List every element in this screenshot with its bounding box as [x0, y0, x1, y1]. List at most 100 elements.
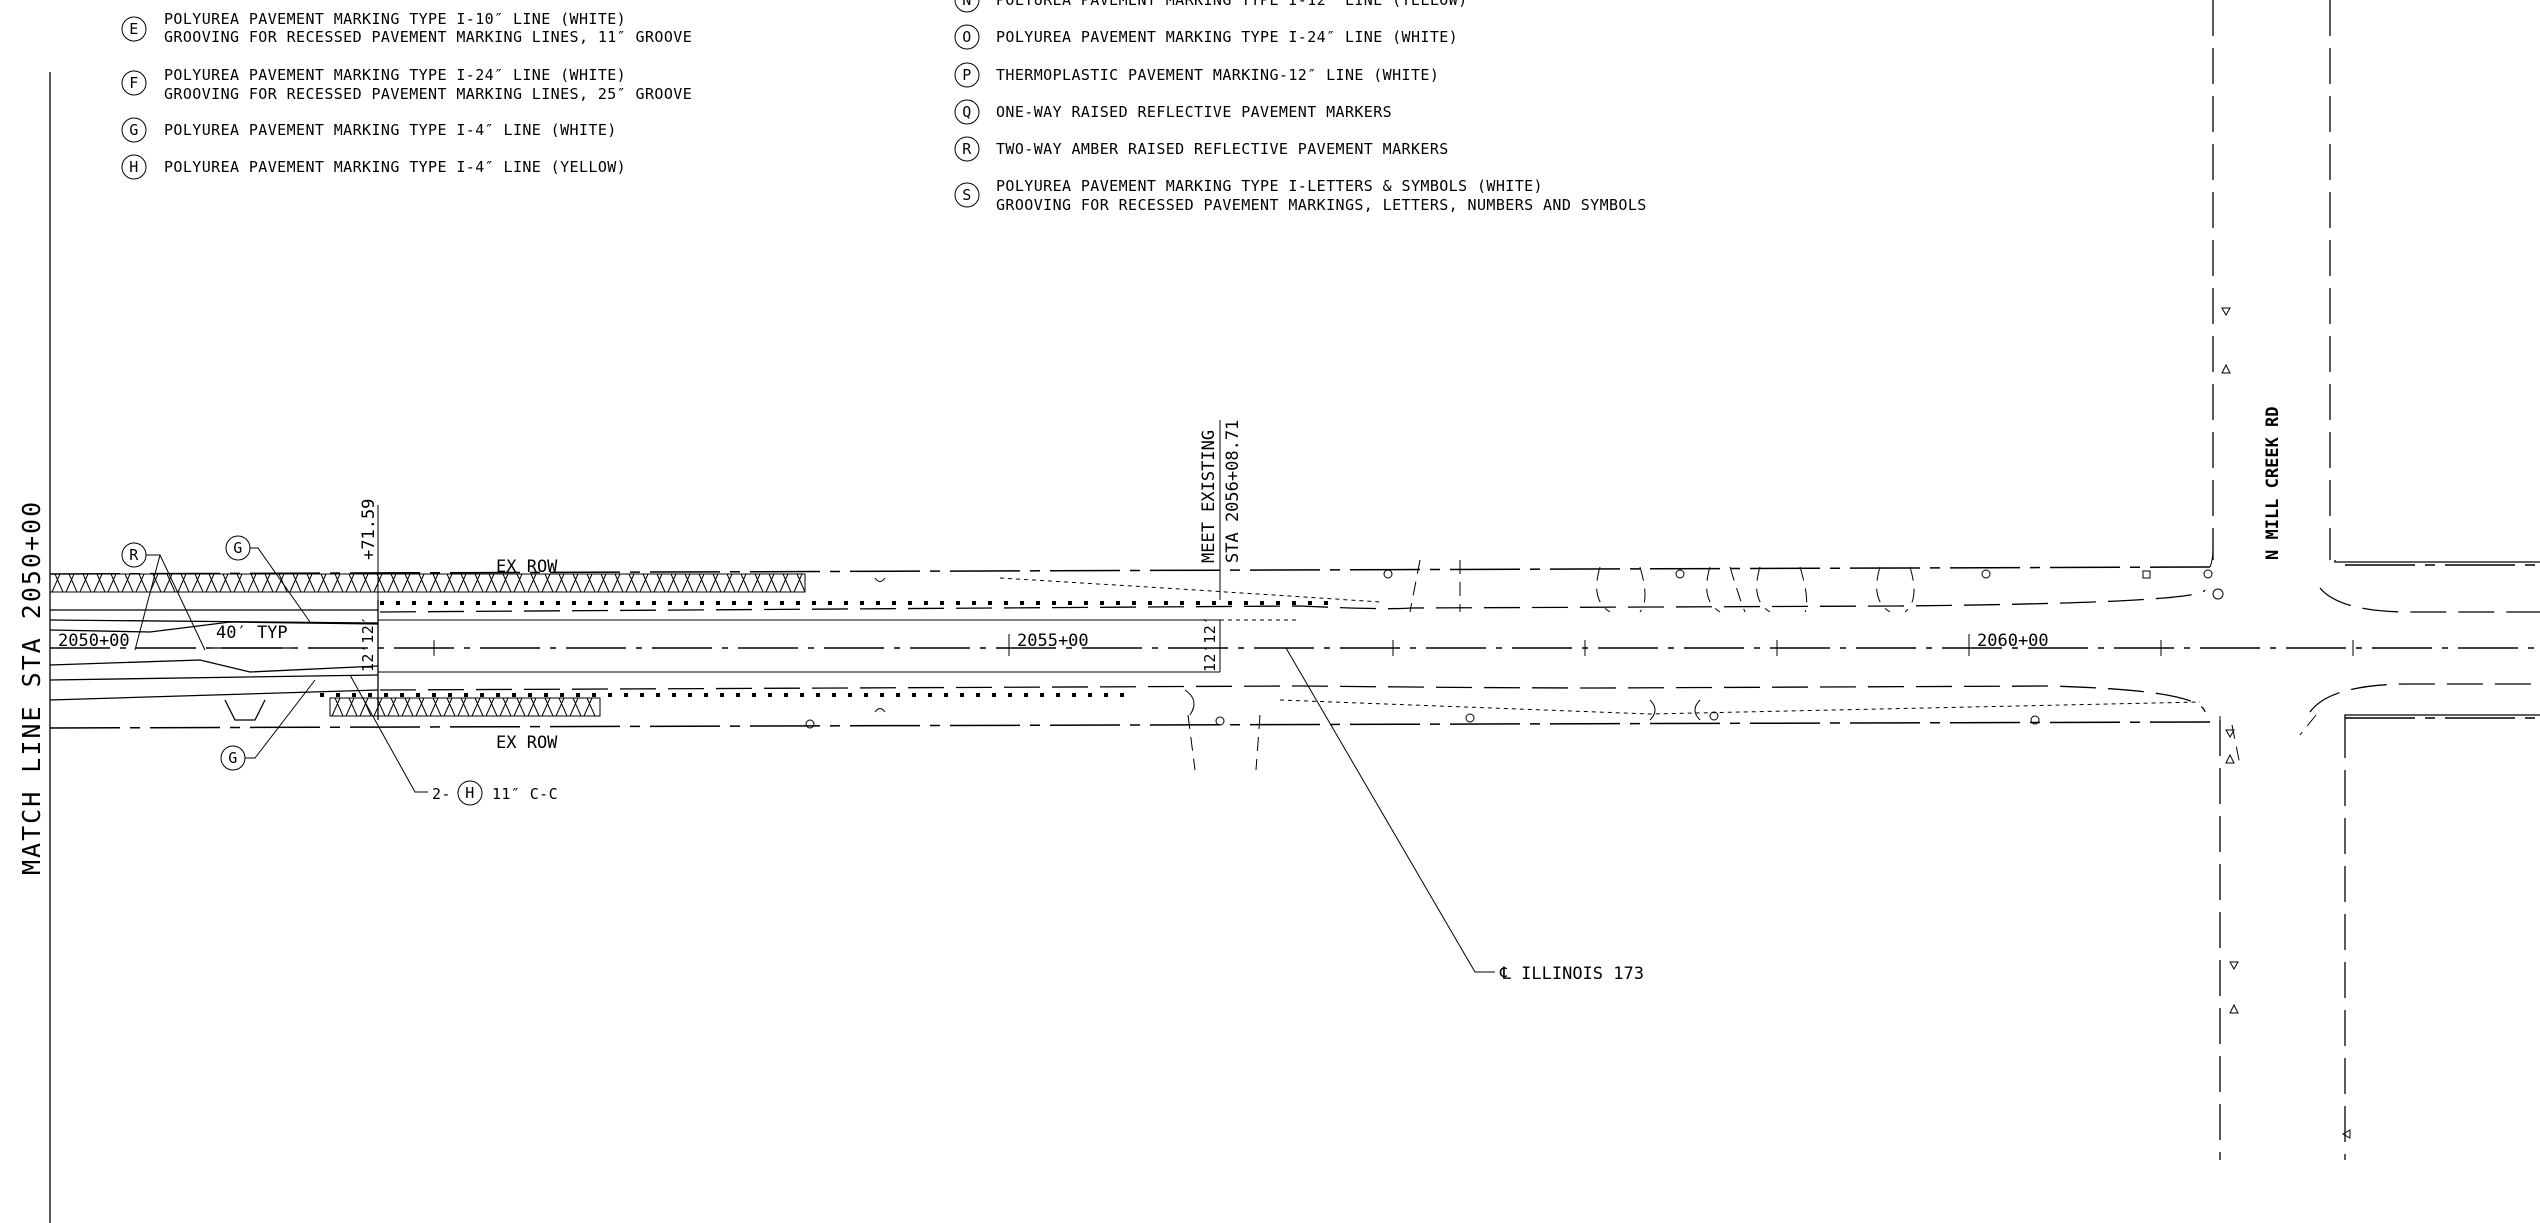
roadway-illinois-173	[49, 559, 2540, 771]
n-mill-creek-road: N MILL CREEK RD	[2209, 0, 2540, 1160]
raised-marker	[1244, 601, 1248, 605]
callout-g-top: G	[225, 535, 311, 623]
raised-marker	[912, 693, 916, 697]
annotation-labels: EX ROW EX ROW 40′ TYP 12′12′ 12′12′ R G …	[121, 535, 1644, 984]
legend-item-n: N POLYUREA PAVEMENT MARKING TYPE I-12″ L…	[954, 0, 1468, 13]
raised-marker	[368, 693, 372, 697]
raised-marker	[716, 601, 720, 605]
raised-marker	[812, 601, 816, 605]
legend-key-circle	[121, 117, 147, 143]
raised-marker	[928, 693, 932, 697]
raised-marker	[800, 693, 804, 697]
raised-marker	[1148, 601, 1152, 605]
legend-key: H	[129, 158, 138, 176]
raised-marker	[320, 693, 324, 697]
raised-marker	[464, 693, 468, 697]
raised-marker	[492, 601, 496, 605]
raised-marker	[560, 693, 564, 697]
raised-marker	[1084, 601, 1088, 605]
raised-marker	[460, 601, 464, 605]
raised-marker	[336, 693, 340, 697]
legend-text: GROOVING FOR RECESSED PAVEMENT MARKING L…	[164, 85, 692, 103]
meet-existing-label: MEET EXISTING	[1199, 430, 1219, 563]
legend-text: TWO-WAY AMBER RAISED REFLECTIVE PAVEMENT…	[996, 140, 1449, 158]
raised-marker	[688, 693, 692, 697]
taper-line	[49, 659, 379, 673]
legend-item-s: S POLYUREA PAVEMENT MARKING TYPE I-LETTE…	[954, 177, 1646, 214]
raised-marker	[1008, 693, 1012, 697]
raised-marker	[512, 693, 516, 697]
raised-marker	[588, 601, 592, 605]
raised-marker	[524, 601, 528, 605]
raised-marker	[1024, 693, 1028, 697]
callout-h: 2- H 11″ C-C	[349, 674, 558, 806]
raised-marker	[752, 693, 756, 697]
lane-width-label-right: 12′12′	[1201, 615, 1219, 672]
legend-text: POLYUREA PAVEMENT MARKING TYPE I-12″ LIN…	[996, 0, 1468, 9]
mill-creek-markers	[2221, 307, 2351, 1139]
raised-marker	[528, 693, 532, 697]
raised-marker	[880, 693, 884, 697]
raised-marker	[704, 693, 708, 697]
station-label-7159: +71.59	[359, 499, 379, 560]
legend-key: Q	[962, 103, 971, 121]
legend-key: G	[129, 121, 138, 139]
raised-marker	[748, 601, 752, 605]
raised-marker	[1088, 693, 1092, 697]
raised-marker	[1292, 601, 1296, 605]
raised-marker	[1100, 601, 1104, 605]
lane-width-label-left: 12′12′	[359, 615, 377, 672]
raised-marker	[876, 601, 880, 605]
raised-marker	[620, 601, 624, 605]
raised-marker	[1276, 601, 1280, 605]
legend-item-e: E POLYUREA PAVEMENT MARKING TYPE I-10″ L…	[121, 10, 692, 46]
callout-key: G	[228, 749, 237, 767]
mill-creek-label: N MILL CREEK RD	[2263, 406, 2283, 560]
legend-key-circle	[121, 16, 147, 42]
raised-marker	[764, 601, 768, 605]
legend-key-circle	[121, 154, 147, 180]
raised-marker	[640, 693, 644, 697]
raised-marker	[556, 601, 560, 605]
proposed-edge-north	[49, 619, 379, 624]
raised-marker	[444, 601, 448, 605]
utility-symbols	[805, 569, 2224, 729]
legend-text: POLYUREA PAVEMENT MARKING TYPE I-4″ LINE…	[164, 158, 626, 176]
raised-marker	[992, 693, 996, 697]
raised-marker	[896, 693, 900, 697]
callout-r: R	[121, 542, 206, 651]
centerline-callout: ℄ ILLINOIS 173	[1285, 647, 1644, 984]
raised-marker	[972, 601, 976, 605]
legend-key: E	[129, 20, 138, 38]
legend-key-circle	[954, 182, 980, 208]
raised-marker	[1132, 601, 1136, 605]
edge-pavement-north-east	[2319, 587, 2540, 613]
raised-marker	[848, 693, 852, 697]
legend-key: F	[129, 74, 138, 92]
median-nose	[224, 699, 266, 721]
raised-marker	[572, 601, 576, 605]
callout-g-bottom: G	[220, 679, 316, 771]
driveway-lines	[1184, 559, 1915, 771]
raised-marker	[684, 601, 688, 605]
raised-marker	[380, 601, 384, 605]
raised-marker	[1324, 601, 1328, 605]
raised-marker	[1004, 601, 1008, 605]
raised-marker	[944, 693, 948, 697]
raised-marker	[656, 693, 660, 697]
station-label-2055: 2055+00	[1017, 631, 1089, 651]
legend-item-o: O POLYUREA PAVEMENT MARKING TYPE I-24″ L…	[954, 24, 1458, 50]
edge-pavement-south	[379, 685, 2206, 713]
existing-line-north	[999, 577, 1381, 603]
raised-marker	[636, 601, 640, 605]
raised-marker	[1040, 693, 1044, 697]
raised-marker	[448, 693, 452, 697]
raised-marker	[1212, 601, 1216, 605]
legend-key: P	[962, 66, 971, 84]
raised-marker	[576, 693, 580, 697]
existing-line-south	[1279, 699, 2201, 715]
legend-key: N	[962, 0, 971, 9]
legend-item-p: P THERMOPLASTIC PAVEMENT MARKING-12″ LIN…	[954, 62, 1439, 88]
legend-right: N POLYUREA PAVEMENT MARKING TYPE I-12″ L…	[954, 0, 1646, 214]
raised-marker	[924, 601, 928, 605]
